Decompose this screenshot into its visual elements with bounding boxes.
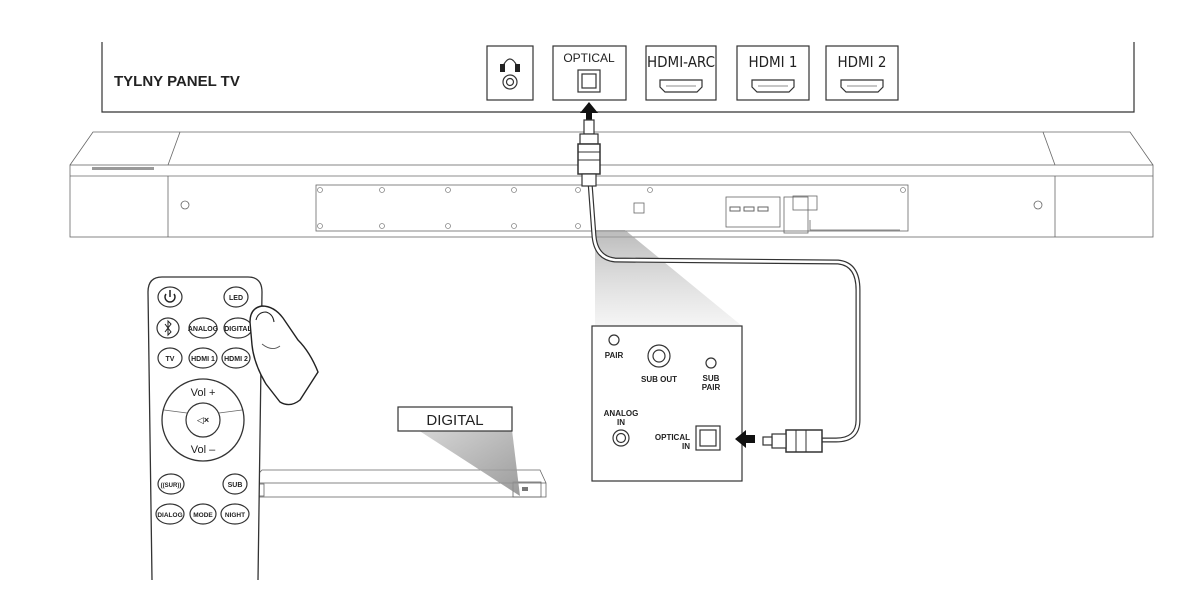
optical-in-port bbox=[695, 425, 721, 451]
hdmi2-label: HDMI 2 bbox=[837, 53, 886, 71]
hdmi2-button[interactable]: HDMI 2 bbox=[221, 347, 251, 369]
vol-down-button[interactable]: Vol – bbox=[191, 444, 216, 456]
soundbar-connector-panel: PAIR SUB OUT SUB PAIR ANALOG IN OPTICAL … bbox=[591, 325, 755, 482]
hdmi1-port: HDMI 1 bbox=[736, 45, 810, 101]
hdmi1-button[interactable]: HDMI 1 bbox=[188, 347, 218, 369]
sub-button[interactable]: SUB bbox=[222, 473, 248, 495]
tv-back-panel: TYLNY PANEL TV OPTICAL HDMI-ARC bbox=[101, 42, 1135, 122]
display-label-box: DIGITAL bbox=[397, 406, 513, 432]
display-label: DIGITAL bbox=[426, 412, 483, 429]
optical-port-tv: OPTICAL bbox=[552, 45, 627, 101]
analog-label: ANALOG bbox=[188, 326, 219, 333]
optical-in-label-1: OPTICAL bbox=[655, 433, 690, 442]
mode-label: MODE bbox=[193, 512, 213, 519]
night-button[interactable]: NIGHT bbox=[220, 503, 250, 525]
analog-in-jack bbox=[612, 429, 630, 447]
display-beam bbox=[418, 430, 520, 496]
optical-port-label: OPTICAL bbox=[563, 51, 615, 65]
soundbar bbox=[69, 131, 1154, 238]
sub-out-jack bbox=[647, 344, 671, 368]
hdmi1-button-label: HDMI 1 bbox=[191, 356, 215, 363]
hdmi1-label: HDMI 1 bbox=[748, 53, 797, 71]
bluetooth-button[interactable] bbox=[156, 317, 180, 339]
analog-in-label-1: ANALOG bbox=[604, 409, 639, 418]
sub-out-label: SUB OUT bbox=[641, 375, 677, 384]
sub-pair-label-1: SUB bbox=[703, 374, 720, 383]
analog-button[interactable]: ANALOG bbox=[188, 317, 219, 339]
remote-control: LED ANALOG DIGITAL TV HDMI 1 HD bbox=[147, 276, 263, 581]
digital-label: DIGITAL bbox=[224, 326, 252, 333]
headphone-icon bbox=[500, 58, 520, 72]
volume-ring bbox=[161, 378, 245, 462]
zoom-beam bbox=[595, 230, 742, 326]
hdmi-arc-port: HDMI-ARC bbox=[645, 45, 717, 101]
optical-cable bbox=[577, 119, 861, 453]
arrow-left-icon bbox=[735, 430, 755, 448]
power-icon bbox=[164, 290, 176, 303]
tv-button[interactable]: TV bbox=[157, 347, 183, 369]
dialog-label: DIALOG bbox=[157, 512, 182, 519]
mute-button[interactable]: ◁× bbox=[197, 415, 209, 425]
sub-pair-label-2: PAIR bbox=[702, 383, 721, 392]
hdmi-arc-label: HDMI-ARC bbox=[647, 53, 715, 71]
headphone-port bbox=[486, 45, 534, 101]
vol-up-button[interactable]: Vol + bbox=[191, 387, 216, 399]
pair-button bbox=[608, 334, 620, 346]
tv-label: TV bbox=[166, 356, 175, 363]
hdmi2-button-label: HDMI 2 bbox=[224, 356, 248, 363]
led-label: LED bbox=[229, 295, 243, 302]
tv-panel-title: TYLNY PANEL TV bbox=[114, 73, 240, 90]
surround-button[interactable]: ((SUR)) bbox=[157, 473, 185, 495]
surround-label: ((SUR)) bbox=[161, 483, 182, 489]
finger-icon bbox=[249, 305, 319, 406]
night-label: NIGHT bbox=[225, 512, 245, 519]
analog-in-label-2: IN bbox=[617, 418, 625, 427]
dialog-button[interactable]: DIALOG bbox=[155, 503, 185, 525]
led-button[interactable]: LED bbox=[223, 286, 249, 308]
hdmi2-port: HDMI 2 bbox=[825, 45, 899, 101]
arrow-up-icon bbox=[580, 102, 598, 122]
mode-button[interactable]: MODE bbox=[189, 503, 217, 525]
digital-button[interactable]: DIGITAL bbox=[223, 317, 253, 339]
optical-in-label-2: IN bbox=[682, 442, 690, 451]
bluetooth-icon bbox=[164, 319, 172, 337]
screw-holes bbox=[317, 187, 906, 229]
pair-label: PAIR bbox=[605, 351, 624, 360]
sub-label: SUB bbox=[228, 482, 243, 489]
sub-pair-button bbox=[705, 357, 717, 369]
power-button[interactable] bbox=[157, 286, 183, 308]
